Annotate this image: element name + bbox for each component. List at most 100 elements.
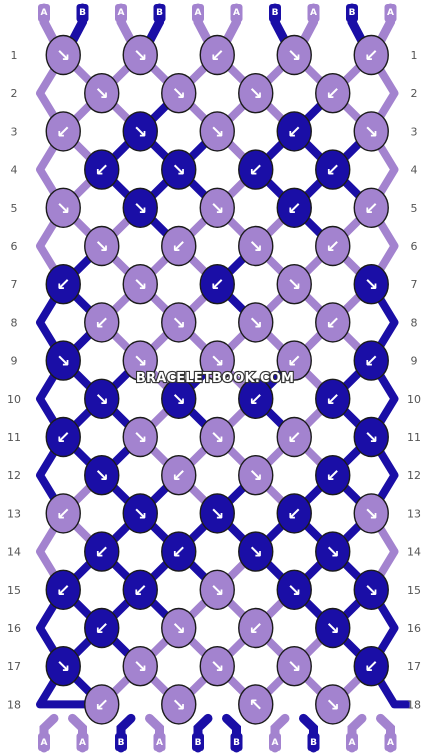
knot-arrow-icon: ↘ [172,619,186,639]
row-number-right: 11 [407,431,421,444]
knot-shape [161,684,197,725]
knot: ↘ [161,302,197,343]
knot-arrow-icon: ↘ [287,581,301,601]
bottom-strand-5: B [192,713,213,753]
knot-arrow-icon: ↙ [364,657,378,677]
knot-shape [199,34,235,76]
knot: ↘ [353,264,389,305]
knot: ↙ [199,264,235,305]
knot: ↙ [353,34,389,76]
knot-arrow-icon: ↘ [210,199,224,219]
knot-shape [161,378,197,419]
knot-shape [84,378,120,419]
knot-shape [84,531,120,572]
knot-shape [276,416,312,458]
bottom-strand-4: A [145,713,166,753]
knot: ↘ [161,684,197,725]
top-strand-10: A [376,3,397,46]
knot: ↘ [238,531,274,572]
knot: ↙ [84,302,120,343]
knot: ↘ [161,72,197,114]
bottom-strand-2: A [68,713,89,753]
top-strand-5: A [192,3,213,46]
row-number-right: 4 [411,164,418,177]
bottom-strand-6: B [222,713,243,753]
knot-shape [199,646,235,687]
knot-shape [199,416,235,458]
knot: ↙ [315,302,351,343]
knot-shape [353,416,389,458]
knot: ↘ [122,264,158,305]
knot-shape [315,455,351,496]
knot-arrow-icon: ↙ [56,122,70,142]
top-strand-label: A [387,8,394,18]
bottom-strand-label: A [79,738,86,748]
knot: ↘ [161,378,197,419]
knot-shape [122,187,158,229]
top-strand-label: A [310,8,317,18]
knot-shape [122,264,158,305]
knot-arrow-icon: ↙ [326,390,340,410]
knot-shape [45,34,81,76]
knot: ↘ [353,493,389,534]
knot: ↘ [199,111,235,152]
knot: ↘ [199,493,235,534]
knot-arrow-icon: ↘ [210,352,224,372]
knot: ↘ [315,607,351,649]
knot-shape [45,493,81,534]
knot: ↘ [122,416,158,458]
knot-shape [199,264,235,305]
knot-arrow-icon: ↙ [56,504,70,524]
knot: ↘ [161,149,197,190]
knot: ↙ [238,149,274,190]
knot-arrow-icon: ↘ [133,428,147,448]
bottom-strand-9: A [346,713,367,753]
row-number-right: 13 [407,507,421,520]
knot-shape [199,187,235,229]
knot-shape [45,264,81,305]
row-number-left: 16 [7,622,21,635]
knot-arrow-icon: ↙ [95,313,109,333]
knot-arrow-icon: ↘ [95,237,109,257]
knot: ↘ [315,531,351,572]
bottom-strand-8: B [299,713,320,753]
knot: ↘ [238,225,274,267]
row-number-right: 6 [411,240,418,253]
knot: ↘ [45,34,81,76]
knot-arrow-icon: ↘ [95,84,109,104]
knot: ↘ [84,225,120,267]
knot-shape [122,34,158,76]
knot-arrow-icon: ↘ [210,122,224,142]
knot-shape [353,340,389,381]
bottom-strand-10: A [376,713,397,753]
row-number-right: 17 [407,660,421,673]
knot-shape [45,111,81,152]
knot: ↘ [84,455,120,496]
knot: ↙ [315,225,351,267]
knot-shape [199,569,235,610]
row-number-left: 17 [7,660,21,673]
knot: ↙ [84,531,120,572]
row-number-left: 3 [11,125,18,138]
knot-shape [161,72,197,114]
row-number-left: 11 [7,431,21,444]
knot: ↘ [45,187,81,229]
knot-arrow-icon: ↙ [56,428,70,448]
knot: ↘ [238,302,274,343]
knot-arrow-icon: ↙ [172,466,186,486]
top-strand-8: A [299,3,320,46]
knot: ↙ [45,416,81,458]
knot-arrow-icon: ↘ [287,46,301,66]
knot: ↘ [315,684,351,725]
row-number-right: 14 [407,546,421,559]
knot: ↘ [199,646,235,687]
knot-shape [238,149,274,190]
top-strand-label: A [233,8,240,18]
knot-arrow-icon: ↘ [326,695,340,715]
row-number-right: 7 [411,278,418,291]
knot-shape [45,646,81,687]
knot-shape [161,149,197,190]
row-number-right: 1 [411,49,418,62]
knot-arrow-icon: ↙ [326,466,340,486]
